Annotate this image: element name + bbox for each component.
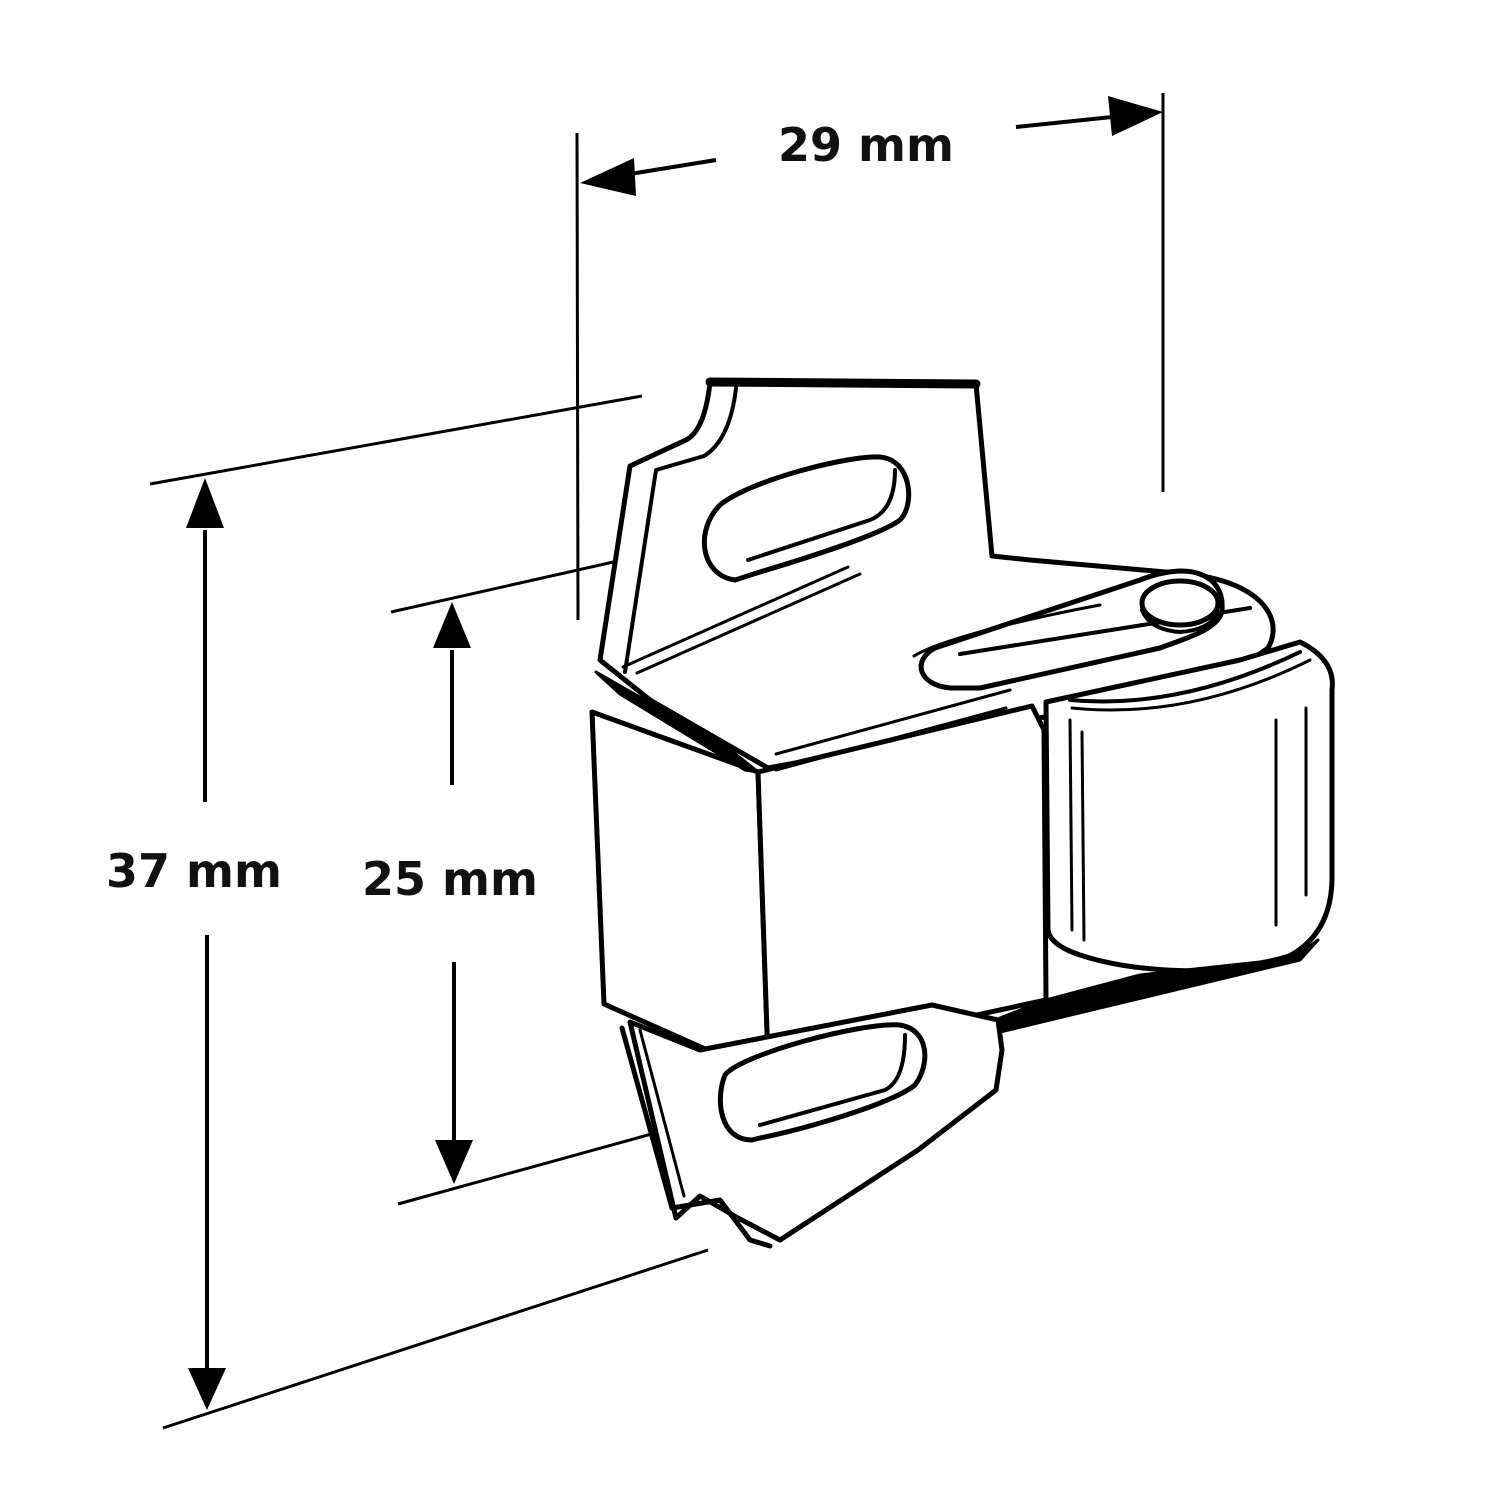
front-block-front-face [755, 703, 1049, 1063]
arrowhead-right-icon [1108, 96, 1163, 136]
mounting-slot-top [702, 454, 912, 583]
hole-spacing-dimension-label: 25 mm [362, 852, 538, 906]
height-extension-line-bottom [162, 1248, 709, 1430]
clip-holder-part [589, 377, 1335, 1249]
arrowhead-down-icon [435, 1140, 473, 1184]
arrowhead-up-icon [433, 602, 471, 648]
height-dimension-label: 37 mm [106, 844, 282, 898]
arrowhead-left-icon [580, 158, 636, 196]
width-extension-line-left [575, 132, 580, 621]
mounting-slot-bottom [717, 1022, 928, 1143]
arrowhead-up-icon [186, 478, 224, 528]
width-dimension [575, 93, 1165, 621]
width-dimension-label: 29 mm [778, 118, 954, 172]
height-extension-line-top [149, 394, 643, 486]
arrowhead-down-icon [188, 1368, 226, 1410]
roller-pin-icon [1139, 578, 1221, 628]
height-dimension [149, 394, 709, 1430]
